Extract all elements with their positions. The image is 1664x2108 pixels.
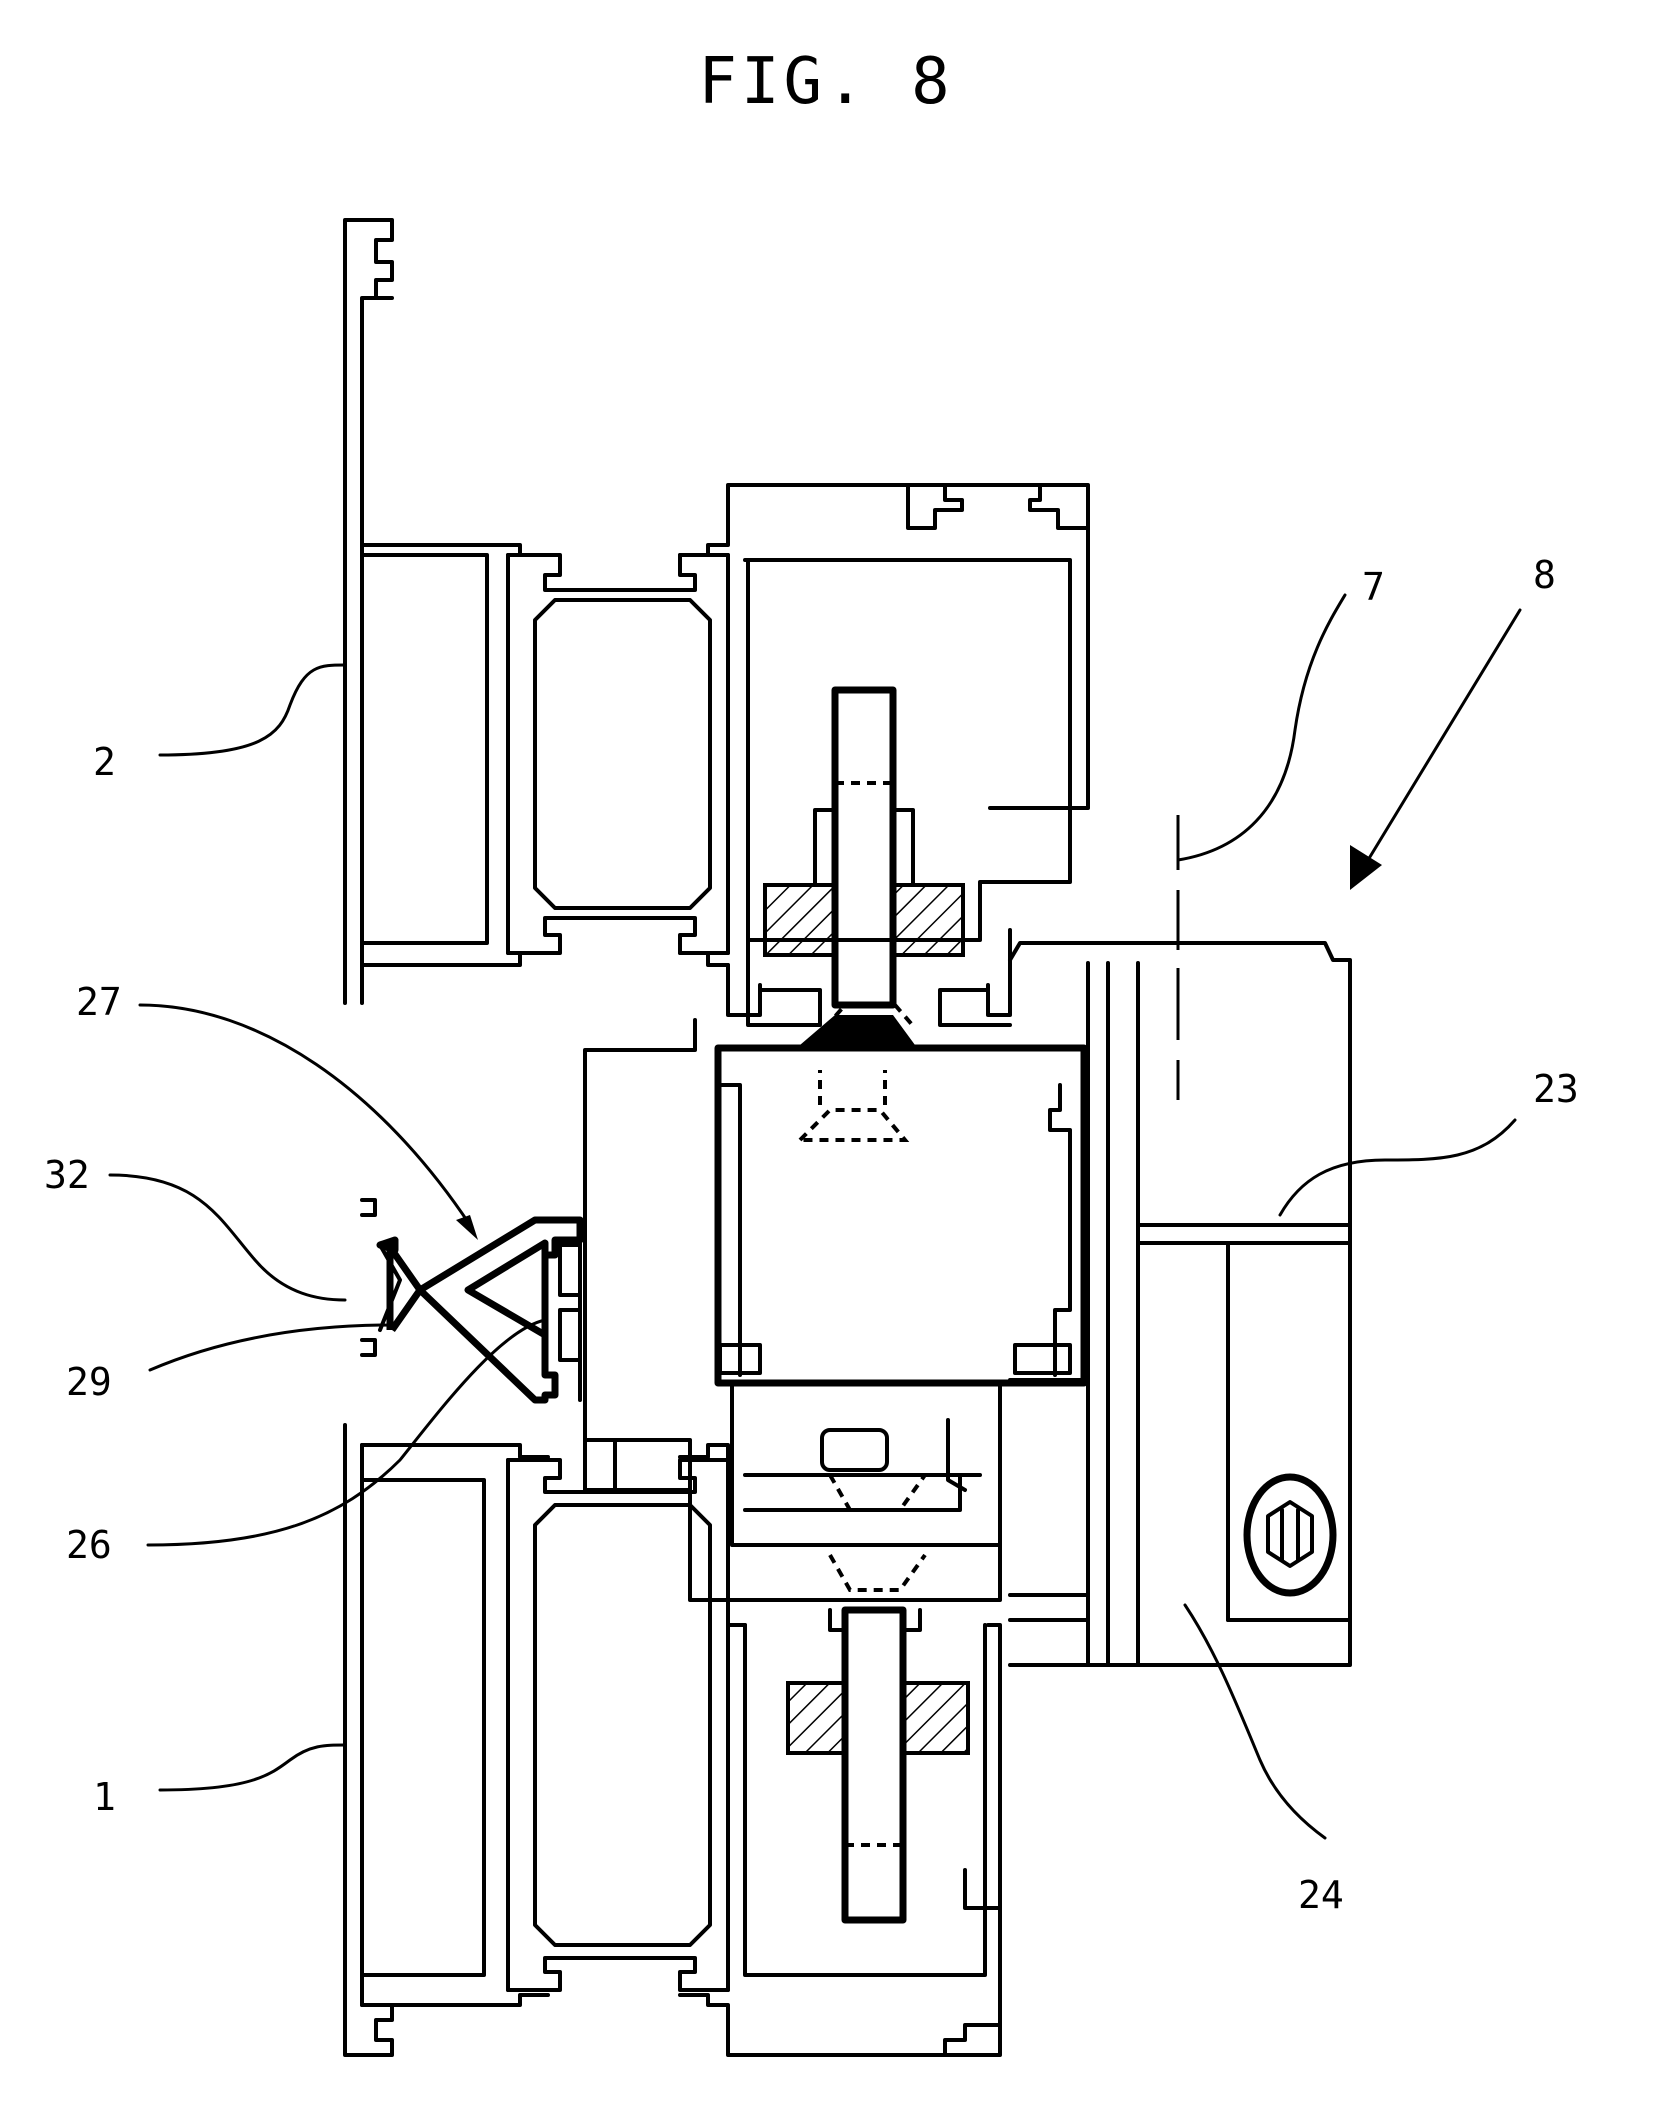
arrow-8	[1350, 845, 1382, 890]
arrow-27	[456, 1215, 478, 1240]
label-1: 1	[93, 1775, 116, 1819]
label-8: 8	[1533, 553, 1556, 597]
lock-housing	[585, 940, 1084, 1600]
upper-frame-profile	[345, 220, 1088, 1015]
upper-bolt	[765, 690, 963, 1005]
label-24: 24	[1298, 1873, 1344, 1917]
label-2: 2	[93, 740, 116, 784]
label-29: 29	[66, 1360, 112, 1404]
label-23: 23	[1533, 1067, 1579, 1111]
label-27: 27	[76, 980, 122, 1024]
label-32: 32	[44, 1153, 90, 1197]
label-7: 7	[1362, 565, 1385, 609]
label-26: 26	[66, 1523, 112, 1567]
leader-lines	[110, 595, 1520, 1838]
lower-bolt	[788, 1610, 968, 1920]
figure-title: FIG. 8	[698, 45, 953, 119]
